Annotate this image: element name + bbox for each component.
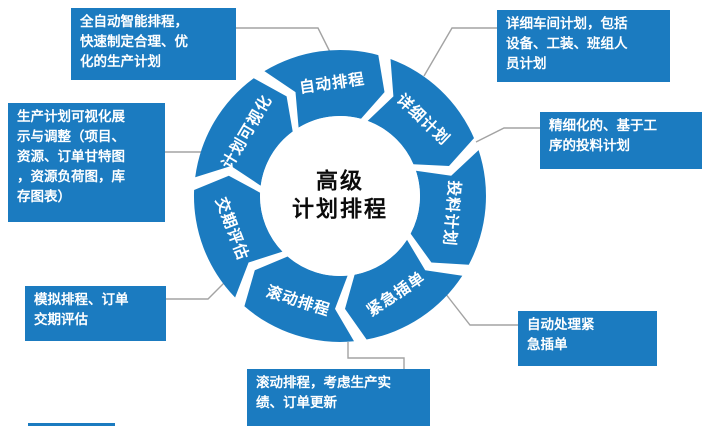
center-title-line1: 高级 — [316, 169, 364, 195]
ring-segment-4 — [345, 239, 463, 340]
callout-right: 精细化的、基于工 序的投料计划 — [540, 112, 702, 169]
callout-bottom: 滚动排程，考虑生产实 绩、订单更新 — [247, 369, 430, 426]
connector-lines — [164, 27, 540, 369]
ring-segment-1 — [264, 49, 385, 128]
bottom-accent-line — [28, 423, 115, 426]
ring-segment-3 — [410, 150, 486, 265]
center-title-line2: 计划排程 — [292, 198, 388, 223]
ring-segment-6 — [193, 175, 283, 298]
callout-left: 生产计划可视化展 示与调整（项目、 资源、订单甘特图 ，资源负荷图，库 存图表） — [8, 103, 165, 222]
callout-top-left: 全自动智能排程， 快速制定合理、优 化的生产计划 — [71, 8, 236, 80]
callout-top-right: 详细车间计划，包括 设备、工装、班组人 员计划 — [497, 10, 670, 82]
ring-segment-7 — [195, 78, 293, 186]
ring-segment-5 — [244, 256, 354, 342]
ring-center-disc — [260, 116, 420, 276]
connector-bottom — [347, 342, 405, 369]
callout-bottom-left: 模拟排程、订单 交期评估 — [25, 286, 166, 341]
connector-bottom-left — [165, 281, 226, 300]
connector-top-right — [423, 27, 497, 77]
connector-right — [475, 127, 540, 143]
connector-bottom-right — [444, 292, 518, 326]
callout-bottom-right: 自动处理紧 急插单 — [518, 311, 657, 366]
connector-top-left — [236, 27, 334, 59]
ring-segment-2 — [367, 59, 474, 166]
